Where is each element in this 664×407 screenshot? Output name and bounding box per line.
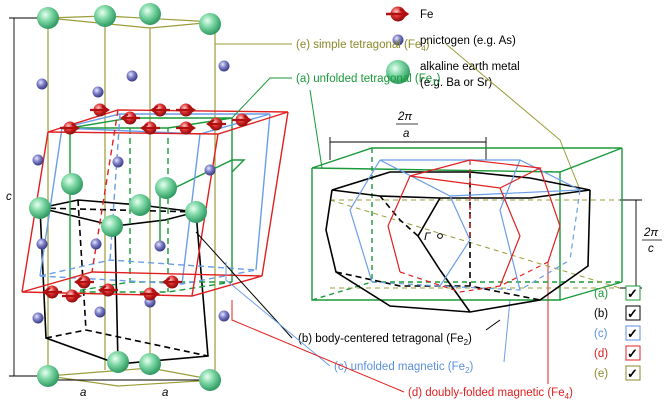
two-pi-a-numerator: 2π — [397, 111, 412, 123]
leader-c-right — [503, 299, 511, 363]
label-e: (e) simple tetragonal (Fe4) — [296, 39, 430, 53]
bz-unfolded-magnetic — [349, 159, 583, 291]
leader-b — [195, 231, 293, 339]
check-mark-icon: ✓ — [627, 346, 638, 361]
check-mark-icon: ✓ — [627, 326, 638, 341]
fe-atoms-bottom — [42, 275, 182, 303]
bz-doubly-folded — [387, 159, 561, 293]
label-b: (b) body-centered tetragonal (Fe2) — [298, 333, 472, 347]
checklist-label: (b) — [594, 308, 608, 320]
check-mark-icon: ✓ — [627, 286, 638, 301]
legend-alkaline-line1: alkaline earth metal — [420, 61, 520, 73]
leader-e-right — [445, 43, 581, 191]
checklist-label: (e) — [594, 368, 608, 380]
gamma-label: Γ — [424, 231, 431, 243]
label-a: (a) unfolded tetragonal (Fe1) — [296, 73, 441, 87]
pnictogen-legend-symbol — [392, 34, 404, 46]
leader-a-right — [309, 89, 323, 169]
c-axis-label: c — [6, 191, 12, 203]
checkbox[interactable] — [625, 345, 641, 361]
checkbox[interactable] — [625, 325, 641, 341]
label-d: (d) doubly-folded magnetic (Fe4) — [408, 387, 573, 401]
unfolded-tetragonal-cell — [69, 117, 246, 293]
crystal-structure: c — [6, 3, 289, 399]
c-dimension — [9, 17, 42, 377]
alkaline-atoms — [29, 3, 221, 391]
bz-unfolded-tetragonal — [311, 147, 623, 301]
fe-legend-symbol — [386, 6, 410, 22]
bz-body-centered — [325, 171, 591, 313]
leader-d — [231, 300, 405, 393]
two-pi-c-denominator: c — [648, 243, 654, 255]
leader-a — [231, 77, 292, 119]
unfolded-magnetic-cell — [39, 113, 271, 285]
a-axis-label-right: a — [162, 387, 168, 399]
legend-pnictogen: pnictogen (e.g. As) — [420, 35, 516, 47]
two-pi-a-denominator: a — [403, 128, 409, 140]
check-mark-icon: ✓ — [627, 366, 638, 381]
checklist-label: (d) — [594, 348, 608, 360]
checkbox[interactable] — [625, 305, 641, 321]
checklist: (a) ✓ (b) ✓ (c) ✓ (d) ✓ (e) ✓ — [594, 285, 641, 381]
legend-alkaline-line2: (e.g. Ba or Sr) — [420, 77, 492, 89]
brillouin-zone: 2π a 2π c — [311, 111, 662, 313]
a-axis-label-left: a — [80, 387, 86, 399]
leader-c — [225, 262, 331, 367]
two-pi-c-numerator: 2π — [643, 227, 658, 239]
gamma-point — [437, 233, 443, 239]
fe-atoms-top — [60, 103, 252, 135]
checklist-label: (a) — [594, 288, 608, 300]
legend: Fe pnictogen (e.g. As) alkaline earth me… — [386, 6, 520, 89]
label-c: (c) unfolded magnetic (Fe2) — [334, 361, 474, 375]
pnictogen-atoms — [32, 60, 230, 324]
checkbox[interactable] — [625, 365, 641, 381]
leader-b-right — [485, 319, 501, 331]
alkaline-legend-symbol — [386, 60, 410, 84]
checkbox[interactable] — [625, 285, 641, 301]
checklist-label: (c) — [594, 328, 608, 340]
legend-fe: Fe — [420, 9, 433, 21]
check-mark-icon: ✓ — [627, 306, 638, 321]
